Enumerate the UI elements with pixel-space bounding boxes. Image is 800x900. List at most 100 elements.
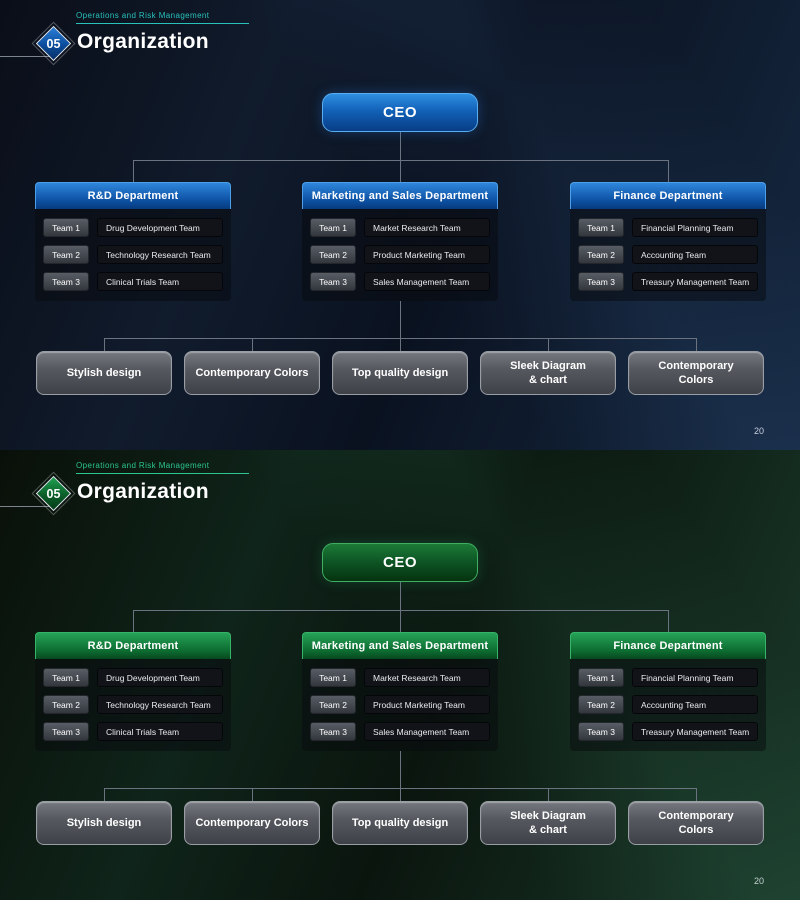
team-row: Team 2 Technology Research Team <box>43 695 223 714</box>
department-card-marketing-sales: Marketing and Sales Department Team 1 Ma… <box>302 182 498 301</box>
feature-line: Colors <box>678 824 714 836</box>
department-title: Finance Department <box>570 632 766 659</box>
connector-line <box>400 610 401 632</box>
team-name: Accounting Team <box>632 695 758 714</box>
feature-box: Stylish design <box>36 351 172 395</box>
header-rule-line <box>0 56 50 57</box>
department-body: Team 1 Drug Development Team Team 2 Tech… <box>35 659 231 751</box>
team-name: Treasury Management Team <box>632 272 758 291</box>
slide-number-label: 05 <box>46 36 61 51</box>
team-label: Team 3 <box>310 722 356 741</box>
feature-line: Stylish design <box>66 366 142 379</box>
department-body: Team 1 Market Research Team Team 2 Produ… <box>302 659 498 751</box>
team-name: Market Research Team <box>364 218 490 237</box>
department-title: R&D Department <box>35 182 231 209</box>
team-label: Team 2 <box>578 245 624 264</box>
connector-line <box>400 301 401 338</box>
connector-line <box>400 338 401 351</box>
team-row: Team 3 Sales Management Team <box>310 272 490 291</box>
team-label: Team 1 <box>310 668 356 687</box>
team-name: Product Marketing Team <box>364 695 490 714</box>
team-row: Team 1 Financial Planning Team <box>578 668 758 687</box>
team-label: Team 3 <box>578 722 624 741</box>
slide-eyebrow: Operations and Risk Management <box>76 11 250 24</box>
header-rule-line <box>0 506 50 507</box>
feature-box: Contemporary Colors <box>628 801 764 845</box>
connector-line <box>252 338 253 351</box>
department-card-rnd: R&D Department Team 1 Drug Development T… <box>35 182 231 301</box>
connector-line <box>133 610 134 632</box>
team-row: Team 2 Product Marketing Team <box>310 695 490 714</box>
connector-line <box>400 751 401 788</box>
feature-box: Top quality design <box>332 801 468 845</box>
connector-line <box>133 160 134 182</box>
presentation-slide: Operations and Risk Management 05 Organi… <box>0 450 800 900</box>
team-label: Team 1 <box>578 218 624 237</box>
team-label: Team 2 <box>310 695 356 714</box>
team-name: Sales Management Team <box>364 722 490 741</box>
team-label: Team 2 <box>310 245 356 264</box>
team-name: Accounting Team <box>632 245 758 264</box>
connector-line <box>548 788 549 801</box>
ceo-node: CEO <box>322 93 478 132</box>
slide-title: Organization <box>77 480 209 503</box>
team-row: Team 2 Accounting Team <box>578 245 758 264</box>
team-row: Team 3 Treasury Management Team <box>578 272 758 291</box>
team-label: Team 1 <box>43 218 89 237</box>
department-card-rnd: R&D Department Team 1 Drug Development T… <box>35 632 231 751</box>
team-name: Drug Development Team <box>97 218 223 237</box>
feature-line: Contemporary Colors <box>195 816 309 829</box>
department-body: Team 1 Drug Development Team Team 2 Tech… <box>35 209 231 301</box>
page-number: 20 <box>753 426 764 436</box>
feature-line: Top quality design <box>351 366 449 379</box>
team-name: Market Research Team <box>364 668 490 687</box>
team-name: Technology Research Team <box>97 245 223 264</box>
team-row: Team 1 Drug Development Team <box>43 218 223 237</box>
team-row: Team 1 Drug Development Team <box>43 668 223 687</box>
presentation-slide: Operations and Risk Management 05 Organi… <box>0 0 800 450</box>
connector-line <box>400 788 401 801</box>
feature-line: Colors <box>678 374 714 386</box>
team-row: Team 1 Financial Planning Team <box>578 218 758 237</box>
feature-line: & chart <box>529 824 567 836</box>
page-number: 20 <box>753 876 764 886</box>
team-label: Team 3 <box>43 272 89 291</box>
team-row: Team 3 Clinical Trials Team <box>43 722 223 741</box>
team-label: Team 3 <box>578 272 624 291</box>
team-name: Drug Development Team <box>97 668 223 687</box>
feature-box: Contemporary Colors <box>628 351 764 395</box>
department-card-finance: Finance Department Team 1 Financial Plan… <box>570 182 766 301</box>
feature-box: Sleek Diagram & chart <box>480 351 616 395</box>
department-body: Team 1 Market Research Team Team 2 Produ… <box>302 209 498 301</box>
ceo-node: CEO <box>322 543 478 582</box>
connector-line <box>668 610 669 632</box>
connector-line <box>133 160 669 161</box>
feature-box: Contemporary Colors <box>184 351 320 395</box>
team-label: Team 1 <box>310 218 356 237</box>
connector-line <box>252 788 253 801</box>
team-name: Product Marketing Team <box>364 245 490 264</box>
department-title: R&D Department <box>35 632 231 659</box>
connector-line <box>400 132 401 160</box>
feature-line: Contemporary <box>658 359 734 372</box>
department-body: Team 1 Financial Planning Team Team 2 Ac… <box>570 659 766 751</box>
feature-line: Contemporary Colors <box>195 366 309 379</box>
feature-line: Sleek Diagram <box>510 359 586 372</box>
team-row: Team 3 Clinical Trials Team <box>43 272 223 291</box>
department-card-finance: Finance Department Team 1 Financial Plan… <box>570 632 766 751</box>
feature-line: Stylish design <box>66 816 142 829</box>
slide-eyebrow: Operations and Risk Management <box>76 461 250 474</box>
department-title: Finance Department <box>570 182 766 209</box>
team-name: Technology Research Team <box>97 695 223 714</box>
department-title: Marketing and Sales Department <box>302 182 498 209</box>
feature-line: Top quality design <box>351 816 449 829</box>
team-label: Team 2 <box>43 695 89 714</box>
team-row: Team 1 Market Research Team <box>310 218 490 237</box>
team-row: Team 1 Market Research Team <box>310 668 490 687</box>
connector-line <box>696 788 697 801</box>
connector-line <box>400 582 401 610</box>
connector-line <box>104 788 105 801</box>
feature-line: Contemporary <box>658 809 734 822</box>
feature-box: Contemporary Colors <box>184 801 320 845</box>
team-label: Team 3 <box>310 272 356 291</box>
